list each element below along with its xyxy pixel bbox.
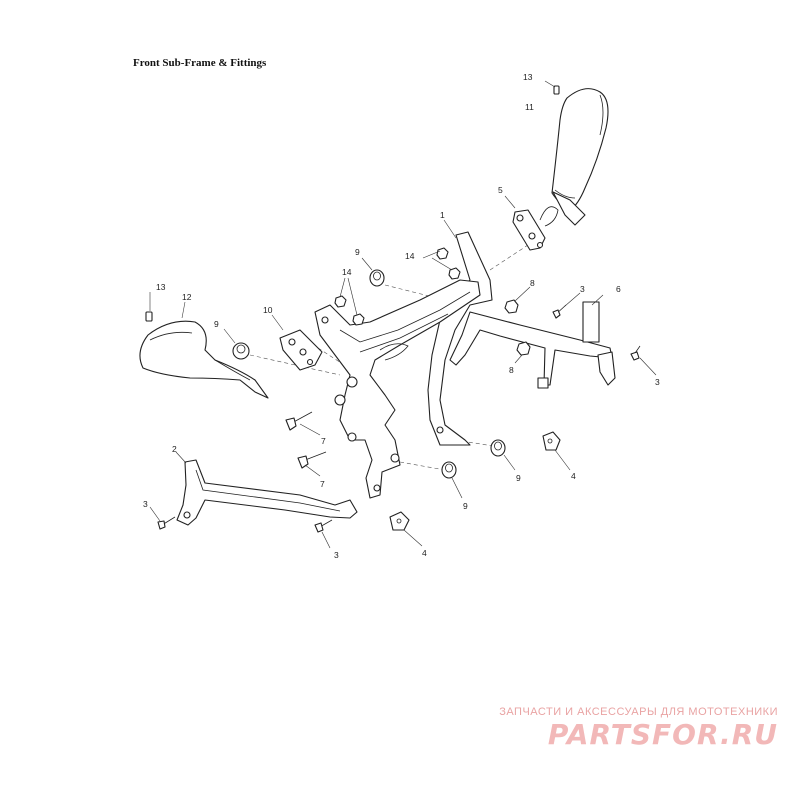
nut-8-lower [514, 341, 531, 364]
callout-3-lower-center: 3 [334, 550, 339, 560]
front-rail-bracket [449, 294, 616, 389]
grommet-9-left [223, 328, 250, 360]
callout-9-left: 9 [214, 319, 219, 329]
callout-13-left: 13 [156, 282, 166, 292]
mirror-mount-plate [504, 195, 546, 251]
callout-6: 6 [616, 284, 621, 294]
watermark: ЗАПЧАСТИ И АКСЕССУАРЫ ДЛЯ МОТОТЕХНИКИ PA… [499, 706, 778, 751]
main-sub-frame [314, 219, 493, 499]
nuts-14-left [334, 277, 365, 326]
left-mirror [139, 301, 269, 399]
callout-4-lower: 4 [422, 548, 427, 558]
screw-13-top [544, 80, 560, 95]
callout-4-right: 4 [571, 471, 576, 481]
right-mirror [539, 88, 609, 227]
callout-10: 10 [263, 305, 273, 315]
callout-2: 2 [172, 444, 177, 454]
callout-7-lower: 7 [320, 479, 325, 489]
callout-14-top: 14 [405, 251, 415, 261]
callout-11: 11 [525, 102, 534, 112]
nut-8-upper [504, 286, 531, 314]
bolt-3-lower-left [149, 506, 176, 530]
callout-14-left: 14 [342, 267, 352, 277]
callout-3-lower-left: 3 [143, 499, 148, 509]
bolt-7-lower [297, 451, 327, 477]
watermark-tagline: ЗАПЧАСТИ И АКСЕССУАРЫ ДЛЯ МОТОТЕХНИКИ [499, 706, 778, 718]
diagram-title: Front Sub-Frame & Fittings [133, 57, 267, 69]
callout-8-lower: 8 [509, 365, 514, 375]
callout-3-right: 3 [655, 377, 660, 387]
callout-9-top: 9 [355, 247, 360, 257]
callout-5: 5 [498, 185, 503, 195]
callout-13-top: 13 [523, 72, 533, 82]
watermark-logo: PARTSFOR.RU [547, 718, 778, 751]
bolt-3-lower-center [314, 519, 333, 549]
callout-8-upper: 8 [530, 278, 535, 288]
callout-12: 12 [182, 292, 192, 302]
callout-1: 1 [440, 210, 445, 220]
bolt-3-upper [552, 292, 581, 319]
nuts-14-top [422, 247, 461, 280]
callout-7-upper: 7 [321, 436, 326, 446]
grommet-9-top [361, 257, 385, 287]
clip-4-lower [389, 511, 423, 547]
screw-13-left [145, 292, 153, 322]
clip-4-right [542, 431, 571, 471]
grommet-9-right [490, 439, 516, 471]
grommet-9-center [441, 461, 463, 499]
callout-9-center: 9 [463, 501, 468, 511]
callout-9-right: 9 [516, 473, 521, 483]
bolt-3-right [630, 345, 657, 376]
left-mount-plate [271, 314, 323, 371]
lower-stay [175, 451, 358, 526]
bolt-7-upper [285, 411, 321, 436]
callout-3-upper: 3 [580, 284, 585, 294]
